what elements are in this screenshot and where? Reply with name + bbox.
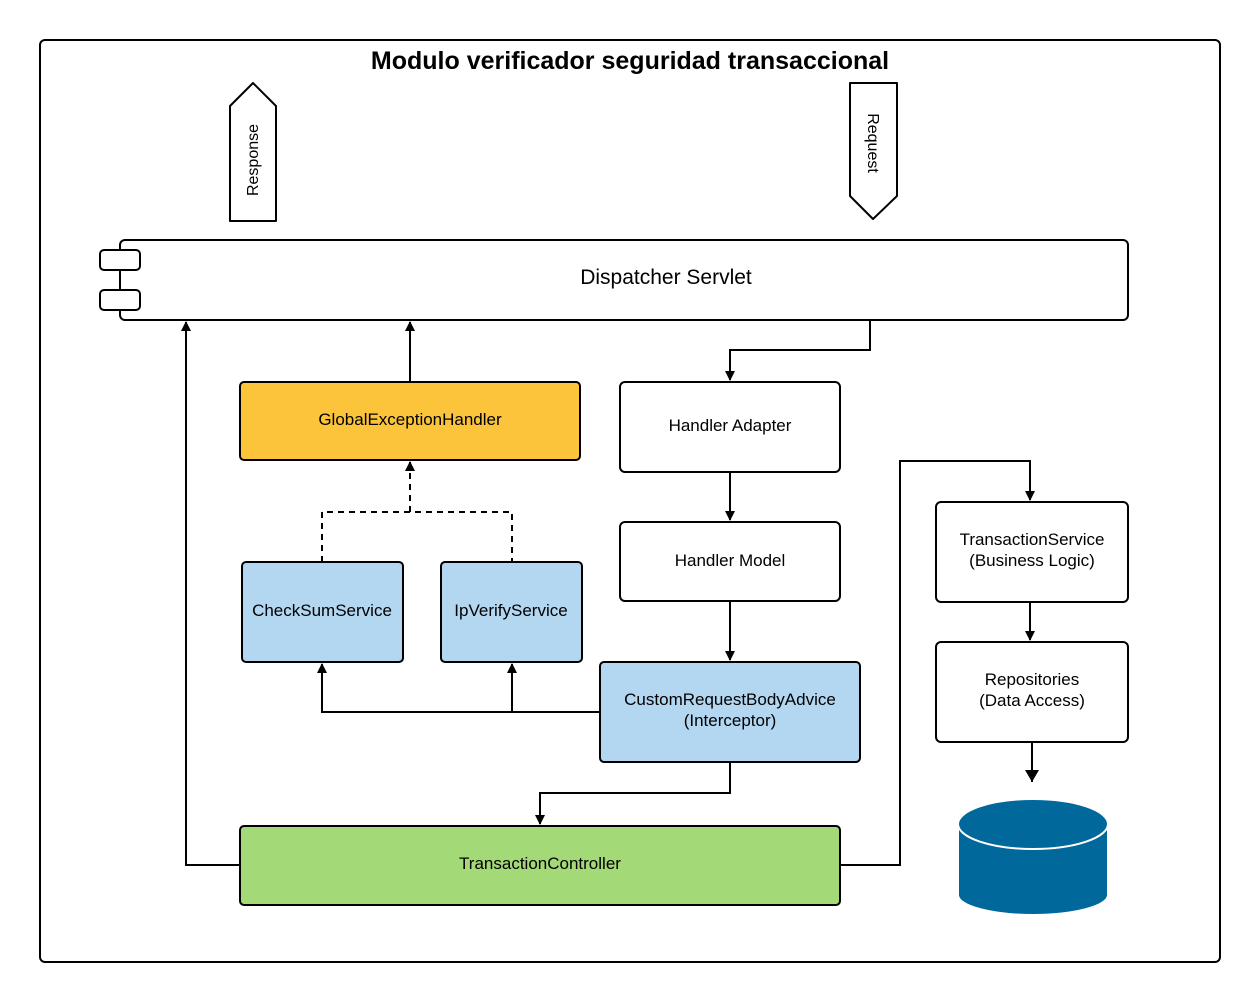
ipverify-service-box: IpVerifyService: [440, 561, 583, 663]
edge-advice-to-checksum: [317, 663, 600, 713]
connectors: [181, 320, 1039, 866]
edge-advice-to-controller: [535, 762, 731, 825]
global-exception-handler-box: GlobalExceptionHandler: [239, 381, 581, 461]
handler-model-box: Handler Model: [619, 521, 841, 602]
edge-dispatcher-to-handler-adapter: [725, 320, 871, 381]
edge-checksum-to-exception-dashed: [321, 511, 513, 562]
ipverify-service-label: IpVerifyService: [454, 601, 567, 620]
diagram-title: Modulo verificador seguridad transaccion…: [371, 47, 889, 75]
custom-advice-label-line2: (Interceptor): [684, 711, 777, 730]
transaction-service-label-line2: (Business Logic): [969, 551, 1095, 570]
dispatcher-servlet-component: Dispatcher Servlet: [99, 239, 1129, 321]
dispatcher-servlet-label: Dispatcher Servlet: [580, 266, 752, 289]
transaction-controller-box: TransactionController: [239, 825, 841, 906]
custom-advice-label-line1: CustomRequestBodyAdvice: [624, 690, 836, 709]
handler-adapter-box: Handler Adapter: [619, 381, 841, 473]
response-label: Response: [245, 124, 262, 196]
request-arrow-shape: Request: [849, 82, 898, 220]
request-label: Request: [864, 113, 881, 173]
custom-request-body-advice-box: CustomRequestBodyAdvice (Interceptor): [599, 661, 861, 763]
database-icon: [957, 798, 1109, 916]
component-port-top: [99, 249, 141, 271]
repositories-label-line2: (Data Access): [979, 691, 1085, 710]
handler-adapter-label: Handler Adapter: [669, 416, 792, 435]
handler-model-label: Handler Model: [675, 551, 786, 570]
repositories-box: Repositories (Data Access): [935, 641, 1129, 743]
checksum-service-label: CheckSumService: [252, 601, 392, 620]
transaction-service-box: TransactionService (Business Logic): [935, 501, 1129, 603]
response-arrow-shape: Response: [229, 82, 277, 222]
transaction-service-label-line1: TransactionService: [960, 530, 1105, 549]
transaction-controller-label: TransactionController: [459, 854, 621, 873]
edge-controller-to-service: [840, 460, 1035, 866]
edge-controller-to-dispatcher: [181, 321, 240, 866]
component-port-bottom: [99, 289, 141, 311]
global-exception-handler-label: GlobalExceptionHandler: [318, 410, 502, 429]
checksum-service-box: CheckSumService: [241, 561, 404, 663]
repositories-label-line1: Repositories: [985, 670, 1080, 689]
